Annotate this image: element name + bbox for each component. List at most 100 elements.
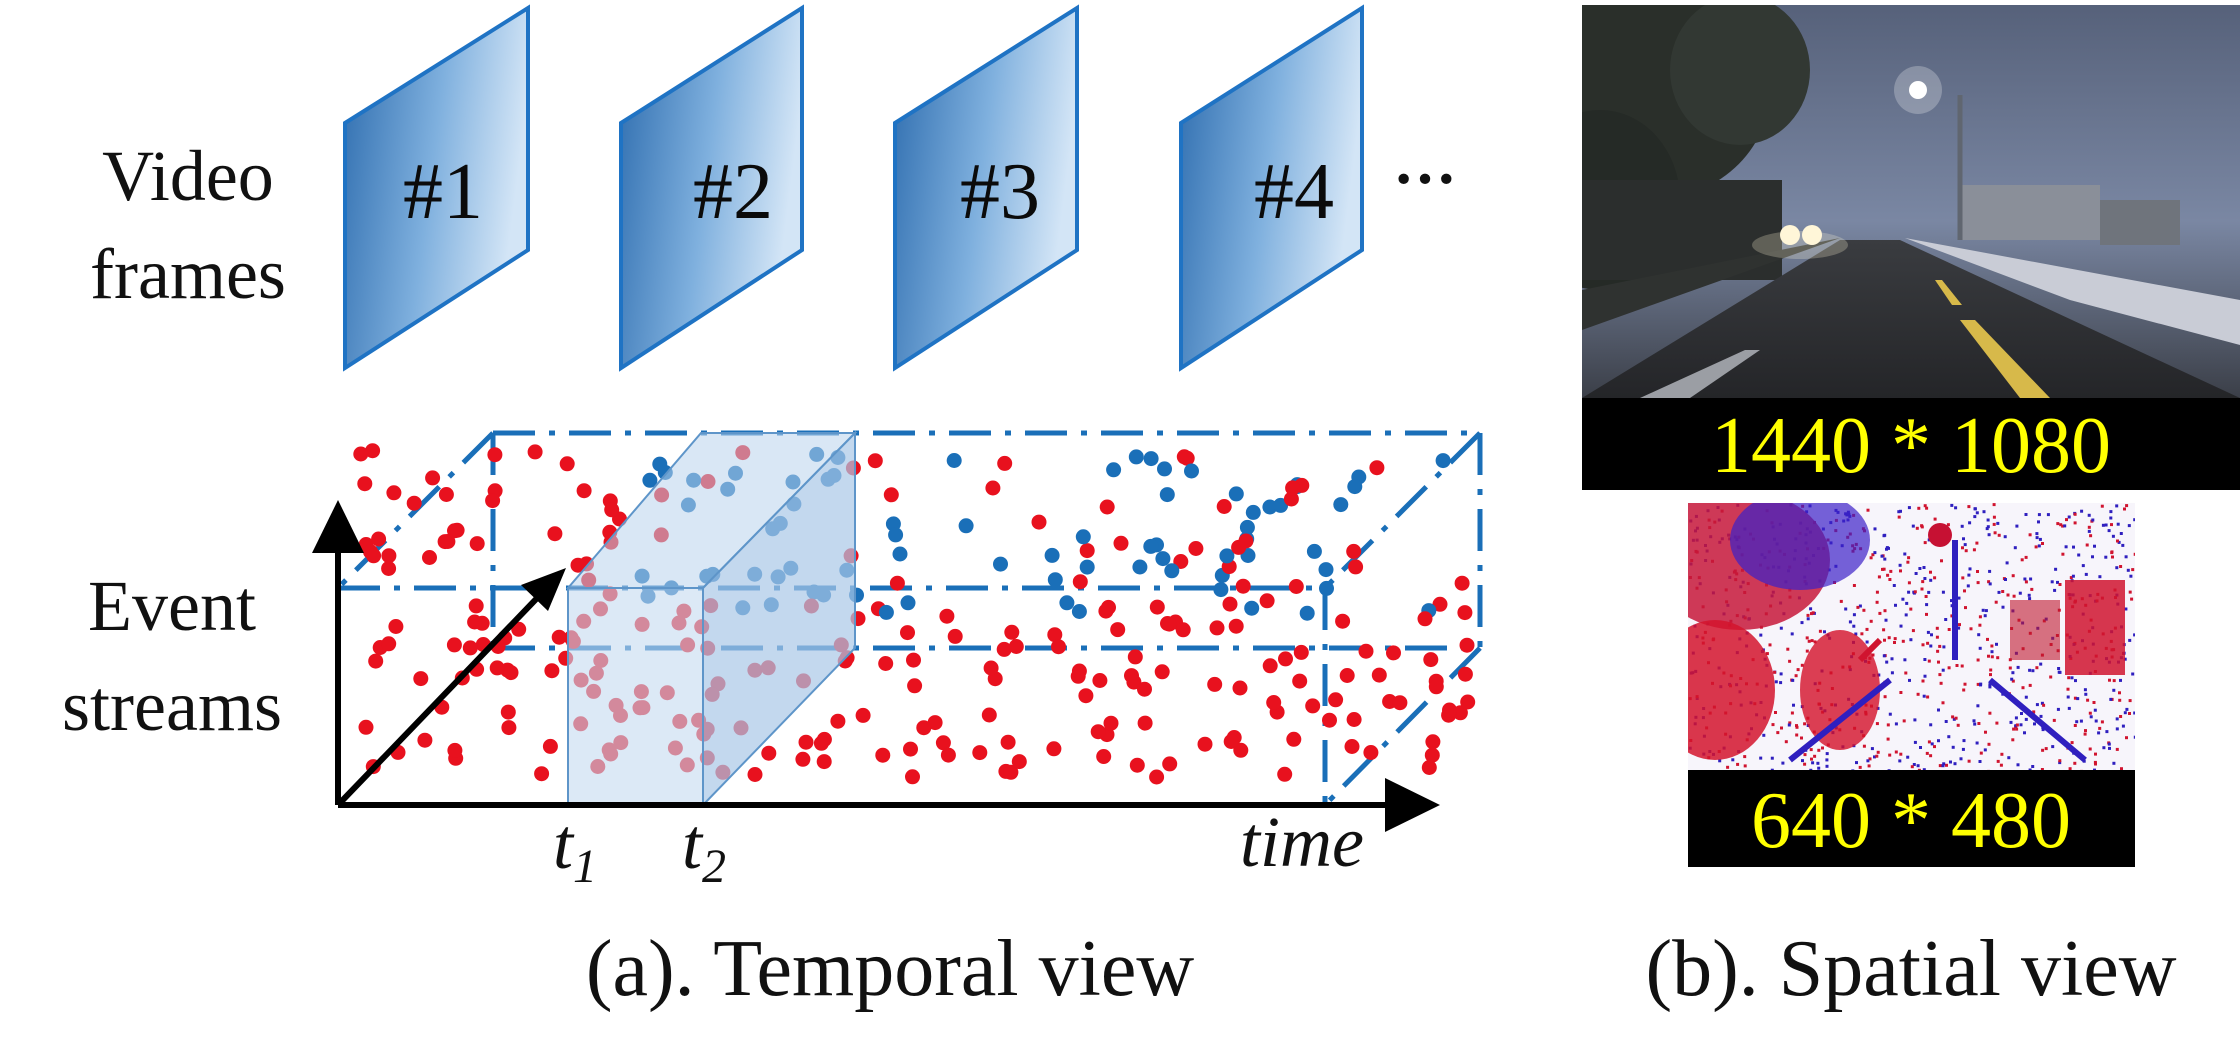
event-point — [1239, 519, 1255, 535]
event-noise-pixel — [1904, 671, 1908, 675]
event-noise-pixel — [1951, 715, 1955, 719]
event-noise-pixel — [1762, 733, 1766, 737]
event-noise-pixel — [1975, 511, 1979, 515]
event-point — [1288, 579, 1304, 594]
event-point — [576, 483, 592, 499]
event-noise-pixel — [1959, 757, 1963, 761]
event-noise-pixel — [2024, 695, 2028, 699]
event-point — [972, 745, 988, 761]
event-point — [1090, 724, 1106, 740]
event-noise-pixel — [1979, 751, 1983, 755]
event-noise-pixel — [1916, 692, 1920, 696]
event-noise-pixel — [1813, 640, 1817, 644]
event-point — [1459, 637, 1475, 653]
event-noise-pixel — [2052, 718, 2056, 722]
event-noise-pixel — [1759, 633, 1763, 637]
event-noise-pixel — [1885, 660, 1889, 664]
event-noise-pixel — [1915, 526, 1919, 530]
event-noise-pixel — [1865, 640, 1869, 644]
event-noise-pixel — [2128, 638, 2132, 642]
caption-temporal-view: (a). Temporal view — [586, 925, 1194, 1013]
event-point — [1129, 757, 1145, 773]
event-noise-pixel — [1792, 703, 1795, 707]
event-noise-pixel — [1873, 527, 1877, 531]
event-noise-pixel — [1976, 658, 1980, 662]
event-noise-pixel — [1771, 723, 1775, 727]
event-noise-pixel — [1852, 624, 1856, 628]
event-noise-pixel — [1975, 541, 1979, 545]
event-noise-pixel — [1969, 627, 1973, 631]
event-noise-pixel — [1880, 554, 1884, 558]
event-noise-pixel — [1805, 649, 1809, 653]
event-noise-pixel — [1987, 769, 1991, 770]
event-noise-pixel — [2006, 593, 2010, 597]
event-noise-pixel — [1938, 673, 1942, 677]
event-point — [501, 720, 517, 736]
event-noise-pixel — [2056, 580, 2059, 584]
event-noise-pixel — [1883, 695, 1887, 699]
event-noise-pixel — [1978, 646, 1982, 650]
event-point — [1347, 479, 1363, 495]
event-noise-pixel — [2084, 729, 2087, 733]
event-noise-pixel — [1941, 590, 1945, 594]
event-noise-pixel — [1781, 761, 1785, 765]
event-noise-pixel — [2042, 703, 2046, 707]
event-noise-pixel — [1967, 573, 1971, 577]
event-noise-pixel — [1947, 666, 1951, 670]
event-noise-pixel — [1818, 629, 1822, 633]
event-point — [604, 502, 620, 518]
event-noise-pixel — [1773, 670, 1777, 674]
event-noise-pixel — [2107, 529, 2111, 533]
event-point — [996, 641, 1012, 657]
event-point — [1079, 559, 1095, 575]
event-noise-pixel — [1961, 576, 1965, 580]
event-point — [381, 561, 397, 576]
event-noise-pixel — [1912, 763, 1916, 766]
event-point — [1277, 766, 1293, 782]
event-noise-pixel — [2119, 532, 2123, 535]
event-noise-pixel — [2116, 539, 2119, 543]
event-noise-pixel — [2094, 719, 2098, 723]
event-noise-pixel — [1743, 764, 1747, 768]
event-noise-pixel — [1888, 578, 1892, 581]
event-noise-pixel — [2115, 727, 2119, 731]
event-point — [1371, 667, 1387, 683]
event-noise-pixel — [1875, 722, 1879, 726]
event-point — [1333, 497, 1349, 513]
event-noise-pixel — [2040, 768, 2044, 770]
event-noise-pixel — [2098, 726, 2102, 730]
event-noise-pixel — [1999, 763, 2003, 767]
event-noise-pixel — [1883, 609, 1887, 613]
event-point — [795, 751, 811, 767]
event-noise-pixel — [2041, 748, 2045, 752]
event-noise-pixel — [2083, 688, 2087, 692]
event-point — [1306, 543, 1322, 559]
event-noise-pixel — [2050, 580, 2054, 584]
event-noise-pixel — [1796, 668, 1800, 672]
event-noise-pixel — [1848, 620, 1852, 624]
video-frames-label-line1: Video — [102, 136, 274, 216]
event-noise-pixel — [1963, 589, 1966, 593]
event-noise-pixel — [2123, 657, 2127, 661]
event-noise-pixel — [2094, 752, 2097, 756]
event-point — [1071, 604, 1087, 619]
event-noise-pixel — [2041, 542, 2044, 545]
event-noise-pixel — [1927, 740, 1931, 744]
event-noise-pixel — [1941, 701, 1945, 705]
event-noise-pixel — [1898, 563, 1902, 567]
event-noise-pixel — [1868, 757, 1872, 761]
event-noise-pixel — [1906, 560, 1910, 564]
event-noise-pixel — [1897, 510, 1901, 514]
event-noise-pixel — [1881, 567, 1884, 571]
event-point — [1335, 613, 1351, 629]
event-noise-pixel — [1876, 750, 1880, 754]
event-point — [1216, 499, 1232, 514]
event-noise-pixel — [2028, 768, 2032, 770]
event-point — [1003, 764, 1019, 780]
event-noise-pixel — [2067, 676, 2071, 680]
event-noise-pixel — [1968, 521, 1972, 525]
event-point — [381, 548, 397, 564]
event-noise-pixel — [1875, 754, 1879, 758]
event-noise-pixel — [1925, 612, 1928, 616]
event-point — [1222, 596, 1238, 612]
